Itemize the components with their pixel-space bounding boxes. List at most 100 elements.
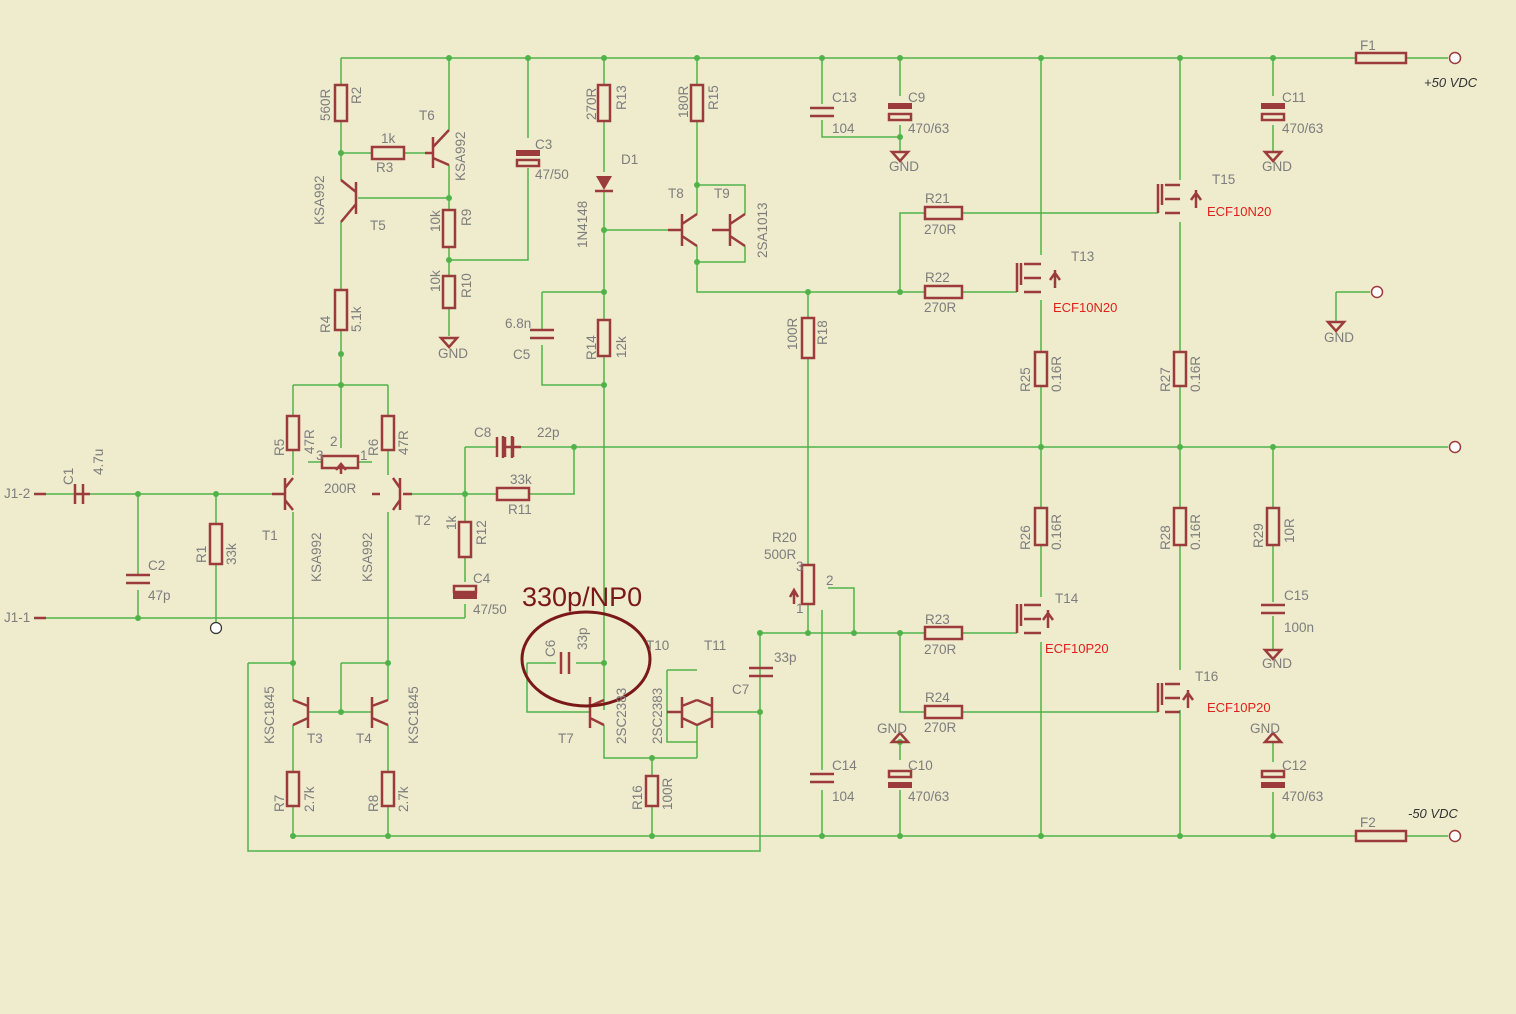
r26-name: R26 (1018, 525, 1033, 550)
t14-value: ECF10P20 (1045, 641, 1109, 656)
r25-value: 0.16R (1049, 356, 1064, 392)
pin-2b: 2 (826, 573, 834, 588)
t1-value: KSA992 (309, 532, 324, 582)
r7-name: R7 (272, 795, 287, 812)
c4-name: C4 (473, 571, 491, 586)
t2-value: KSA992 (360, 532, 375, 582)
t4-name: T4 (356, 731, 372, 746)
t15-name: T15 (1212, 172, 1235, 187)
r26-value: 0.16R (1049, 514, 1064, 550)
t3-value: KSC1845 (262, 686, 277, 744)
wires (42, 57, 1448, 852)
pin-2: 2 (330, 434, 338, 449)
c10-name: C10 (908, 758, 933, 773)
r4-value: 5.1k (349, 306, 364, 332)
c12-value: 470/63 (1282, 789, 1323, 804)
c3-value: 47/50 (535, 167, 569, 182)
t1-name: T1 (262, 528, 278, 543)
r16-name: R16 (630, 785, 645, 810)
c5-value: 6.8n (505, 316, 531, 331)
r2-name: R2 (349, 87, 364, 104)
t16-name: T16 (1195, 669, 1218, 684)
c8-value: 22p (537, 425, 560, 440)
c9-name: C9 (908, 90, 925, 105)
c7-value: 33p (774, 650, 797, 665)
r24-name: R24 (925, 690, 950, 705)
r23-value: 270R (924, 642, 957, 657)
t5-name: T5 (370, 218, 386, 233)
t9-name: T9 (714, 186, 730, 201)
t5-value: KSA992 (312, 175, 327, 225)
c12-name: C12 (1282, 758, 1307, 773)
r14-value: 12k (614, 336, 629, 358)
c15-name: C15 (1284, 588, 1309, 603)
c10-value: 470/63 (908, 789, 949, 804)
r10-value: 10k (428, 270, 443, 292)
r28-value: 0.16R (1188, 514, 1203, 550)
t8-name: T8 (668, 186, 684, 201)
r28-name: R28 (1158, 525, 1173, 550)
t16-value: ECF10P20 (1207, 700, 1271, 715)
c2-value: 47p (148, 588, 171, 603)
c13-value: 104 (832, 121, 855, 136)
t13-value: ECF10N20 (1053, 300, 1117, 315)
pin-1b: 1 (796, 601, 804, 616)
r8-name: R8 (366, 795, 381, 812)
annotation-circle (520, 610, 652, 708)
t4-value: KSC1845 (406, 686, 421, 744)
r25-name: R25 (1018, 367, 1033, 392)
pin-1: 1 (360, 448, 368, 463)
pos-supply-label: +50 VDC (1424, 75, 1478, 90)
r29-value: 10R (1282, 518, 1297, 543)
r27-value: 0.16R (1188, 356, 1203, 392)
r21-name: R21 (925, 191, 950, 206)
t11-name: T11 (704, 638, 726, 653)
r8-value: 2.7k (396, 786, 411, 812)
t3-name: T3 (307, 731, 323, 746)
r20-name: R20 (772, 530, 797, 545)
t7-value: 2SC2383 (614, 688, 629, 744)
gnd-label-6: GND (877, 721, 907, 736)
t2-name: T2 (415, 513, 431, 528)
r24-value: 270R (924, 720, 957, 735)
r14-name: R14 (584, 335, 599, 360)
f1-name: F1 (1360, 38, 1376, 53)
c14-value: 104 (832, 789, 855, 804)
c14-name: C14 (832, 758, 857, 773)
r20-value: 500R (764, 547, 797, 562)
t10-name: T10 (646, 638, 669, 653)
r3-value: 1k (381, 131, 396, 146)
c6-value: 33p (575, 627, 590, 650)
gnd-label-4: GND (1324, 330, 1354, 345)
c15-value: 100n (1284, 620, 1314, 635)
gnd-label-5: GND (1262, 656, 1292, 671)
r15-name: R15 (706, 85, 721, 110)
r3-name: R3 (376, 160, 393, 175)
r4-name: R4 (318, 315, 333, 333)
gnd-label-1: GND (438, 346, 468, 361)
d1-name: D1 (621, 152, 638, 167)
r12-value: 1k (444, 515, 459, 530)
junctions (135, 55, 1276, 839)
r5-name: R5 (272, 439, 287, 456)
r18-name: R18 (815, 320, 830, 345)
gnd-label-7: GND (1250, 721, 1280, 736)
gnd-label-3: GND (1262, 159, 1292, 174)
input-pos-label: J1-2 (4, 486, 30, 501)
d1-value: 1N4148 (575, 201, 590, 248)
c6-name: C6 (543, 640, 558, 657)
r21-value: 270R (924, 222, 957, 237)
gnd-label-2: GND (889, 159, 919, 174)
r6-name: R6 (366, 439, 381, 456)
pin-3: 3 (316, 448, 324, 463)
c4-value: 47/50 (473, 602, 507, 617)
t11-value: 2SC2383 (650, 688, 665, 744)
labels: C1 4.7u C2 47p C3 47/50 C4 47/50 6.8n C5… (4, 38, 1478, 830)
r11-value: 33k (510, 472, 532, 487)
pot-200r-value: 200R (324, 481, 357, 496)
r6-value: 47R (396, 430, 411, 455)
c1-name: C1 (61, 468, 76, 485)
t6-value: KSA992 (453, 131, 468, 181)
t6-name: T6 (419, 108, 435, 123)
r5-value: 47R (302, 429, 317, 454)
